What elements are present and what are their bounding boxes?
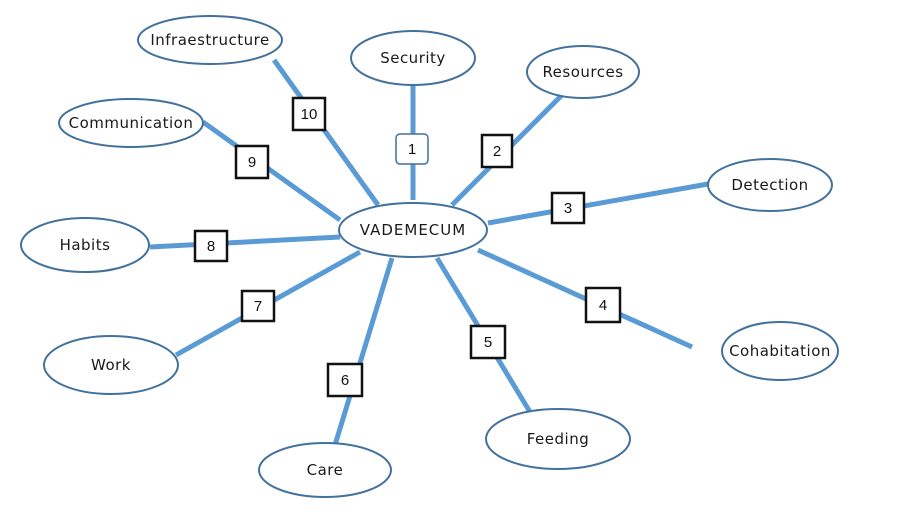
number-box-frame [480, 133, 514, 169]
connector-care [332, 257, 395, 446]
number-boxes: 1 2 3 4 5 6 7 8 9 10 [193, 96, 622, 398]
number-label: 4 [599, 297, 607, 314]
number-label: 2 [493, 143, 501, 160]
number-box-9: 9 [234, 144, 270, 180]
topic-label: Cohabitation [729, 342, 831, 360]
number-box-frame [469, 324, 507, 360]
number-box-frame [326, 362, 364, 398]
topic-label: Communication [69, 114, 194, 132]
center-label: VADEMECUM [360, 221, 466, 239]
topic-ellipse [20, 217, 150, 273]
number-label: 1 [408, 141, 416, 158]
connector-detection [487, 181, 709, 226]
number-box-3: 3 [550, 191, 586, 225]
number-box-8: 8 [193, 229, 229, 263]
topic-node-infraestructure: Infraestructure [137, 15, 283, 65]
number-label: 9 [248, 154, 256, 171]
number-box-frame [584, 286, 622, 324]
topic-ellipse [58, 98, 204, 148]
topic-ellipse [526, 45, 640, 99]
topic-node-cohabitation: Cohabitation [721, 321, 839, 381]
topic-node-feeding: Feeding [485, 408, 631, 470]
topic-node-detection: Detection [707, 158, 833, 212]
number-box-frame [550, 191, 586, 225]
number-label: 5 [484, 334, 492, 351]
topic-ellipse [485, 408, 631, 470]
number-label: 3 [564, 200, 572, 217]
topic-ellipse [258, 442, 392, 498]
number-label: 6 [341, 372, 349, 389]
topic-node-habits: Habits [20, 217, 150, 273]
number-box-2: 2 [480, 133, 514, 169]
center-ellipse [338, 202, 488, 258]
number-box-6: 6 [326, 362, 364, 398]
topic-node-care: Care [258, 442, 392, 498]
number-label: 8 [207, 238, 215, 255]
topic-node-resources: Resources [526, 45, 640, 99]
topic-node-communication: Communication [58, 98, 204, 148]
topic-nodes: SecurityResourcesDetectionCohabitationFe… [20, 15, 839, 498]
topic-node-work: Work [43, 335, 179, 395]
number-box-5: 5 [469, 324, 507, 360]
topic-label: Resources [542, 63, 623, 81]
topic-ellipse [350, 30, 476, 86]
topic-ellipse [137, 15, 283, 65]
connector-communication [201, 119, 342, 223]
topic-label: Feeding [527, 430, 589, 448]
topic-label: Infraestructure [150, 31, 269, 49]
topic-label: Habits [60, 236, 111, 254]
topic-label: Detection [731, 176, 808, 194]
topic-node-security: Security [350, 30, 476, 86]
topic-ellipse [721, 321, 839, 381]
number-box-10: 10 [291, 96, 327, 132]
number-box-7: 7 [240, 289, 276, 323]
number-box-frame [240, 289, 276, 323]
number-box-4: 4 [584, 286, 622, 324]
center-node: VADEMECUM [338, 202, 488, 258]
number-box-frame [291, 96, 327, 132]
number-box-frame [234, 144, 270, 180]
number-box-1: 1 [395, 133, 429, 165]
topic-ellipse [707, 158, 833, 212]
topic-label: Security [380, 49, 446, 67]
connector-infraestructure [271, 58, 381, 207]
number-label: 7 [254, 298, 262, 315]
number-box-frame [395, 133, 429, 165]
number-box-frame [193, 229, 229, 263]
topic-ellipse [43, 335, 179, 395]
topic-label: Work [91, 356, 131, 374]
number-label: 10 [301, 106, 318, 123]
connector-habits [149, 234, 341, 250]
topic-label: Care [307, 461, 344, 479]
